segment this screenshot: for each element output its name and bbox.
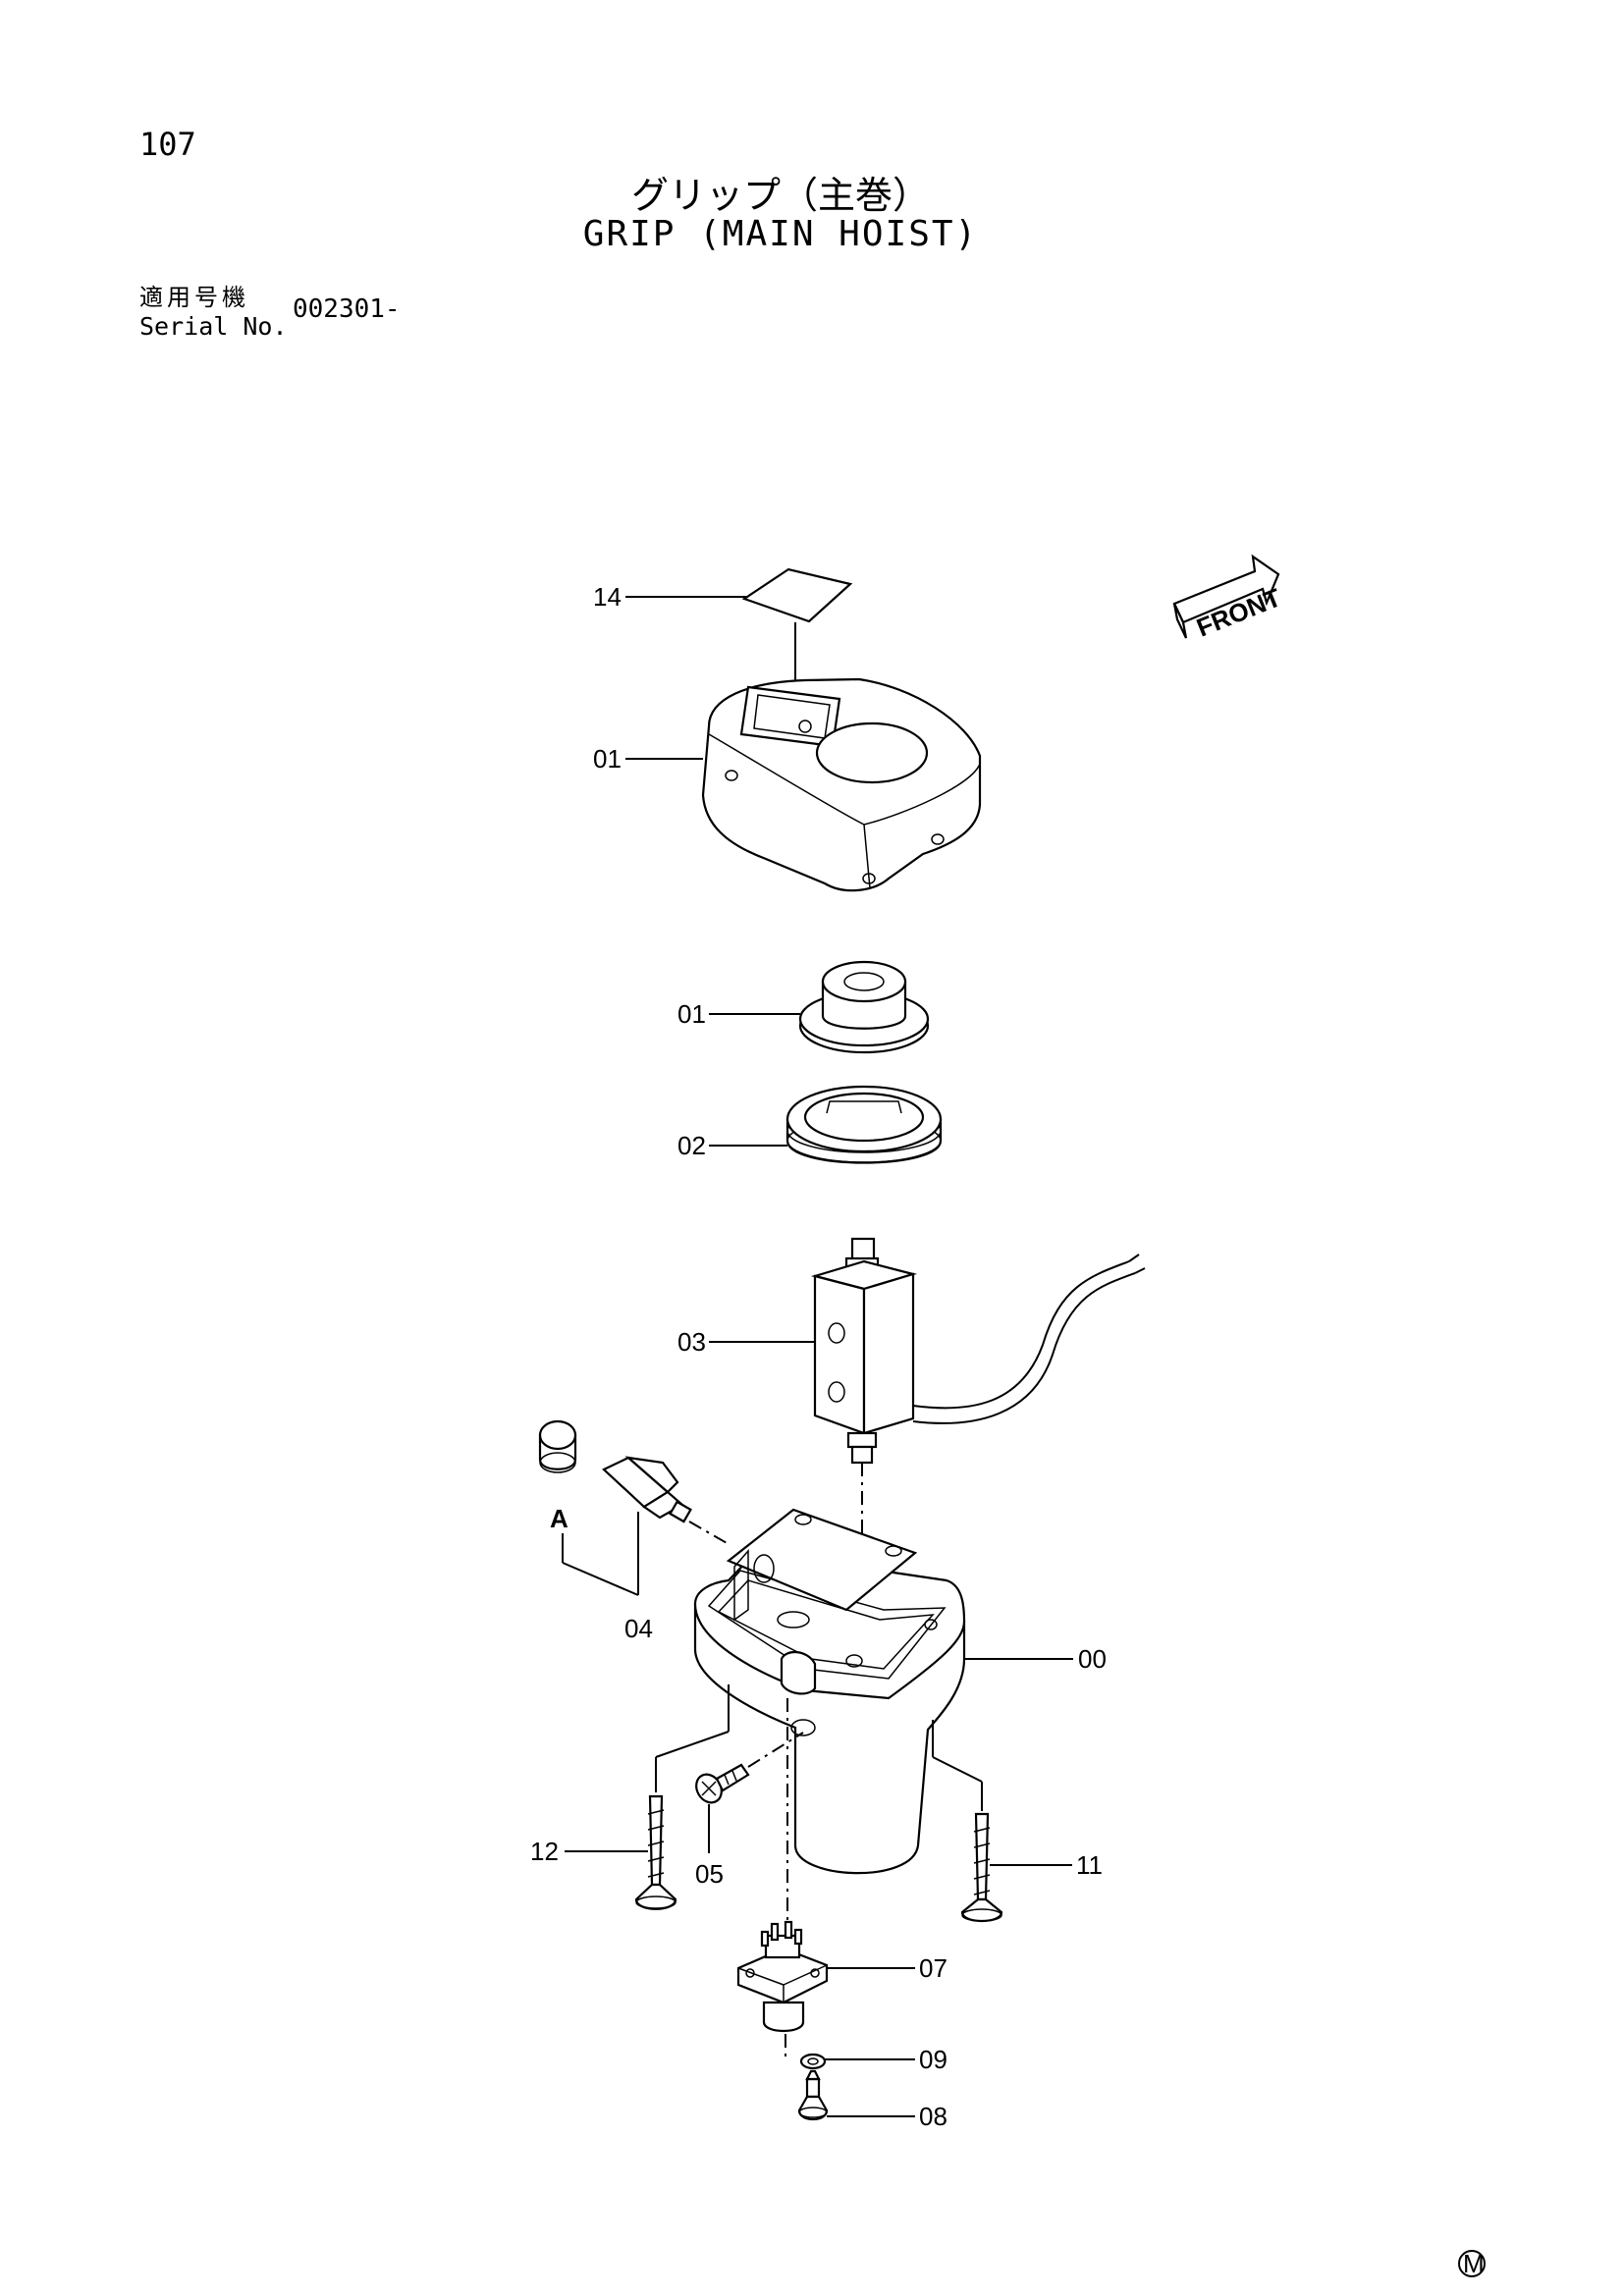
front-direction-arrow: FRONT [1172,554,1285,643]
callout-14: 14 [593,582,622,612]
callout-02: 01 [677,999,706,1029]
callout-01: 01 [593,744,622,774]
callout-04: 03 [677,1327,706,1357]
callout-05: 05 [695,1859,724,1889]
footer-mark: M [1458,2249,1486,2278]
callout-09: 09 [919,2045,947,2074]
callout-11: 11 [1076,1850,1103,1880]
callout-12: 12 [530,1837,559,1866]
part-04-switch: 03 [677,1237,1146,1649]
callout-08: 08 [919,2102,947,2131]
callout-03: 02 [677,1131,706,1160]
callout-06: 04 [624,1614,653,1643]
callout-00: 00 [1078,1644,1107,1674]
part-06-sensor: A 04 [538,1419,730,1643]
serial-label-japanese: 適用号機 [139,284,249,311]
callout-07: 07 [919,1953,947,1983]
part-05-screw: 05 [695,1732,804,1889]
footer-mark-letter: M [1463,2249,1485,2278]
part-03-boot-ring: 02 [677,1085,943,1164]
page-number: 107 [139,126,196,163]
part-01-grip-cover: 01 [593,677,982,892]
page-title-japanese: グリップ（主巻） [630,174,930,217]
part-09-washer: 09 [799,2045,947,2074]
part-02-cap: 01 [677,960,930,1054]
part-08-screw: 08 [797,2069,947,2131]
detail-a-label: A [550,1504,568,1533]
part-12-tapping-screw: 12 [530,1794,677,1910]
page-title-english: GRIP (MAIN HOIST) [582,214,979,254]
part-07-connector: 07 [736,1920,947,2061]
serial-label-english: Serial No. [139,312,288,341]
part-11-tapping-screw: 11 [960,1812,1103,1923]
serial-number-value: 002301- [293,294,401,324]
part-14-label-plate: 14 [593,567,853,693]
part-00-grip-body: 00 [655,1508,1107,1924]
